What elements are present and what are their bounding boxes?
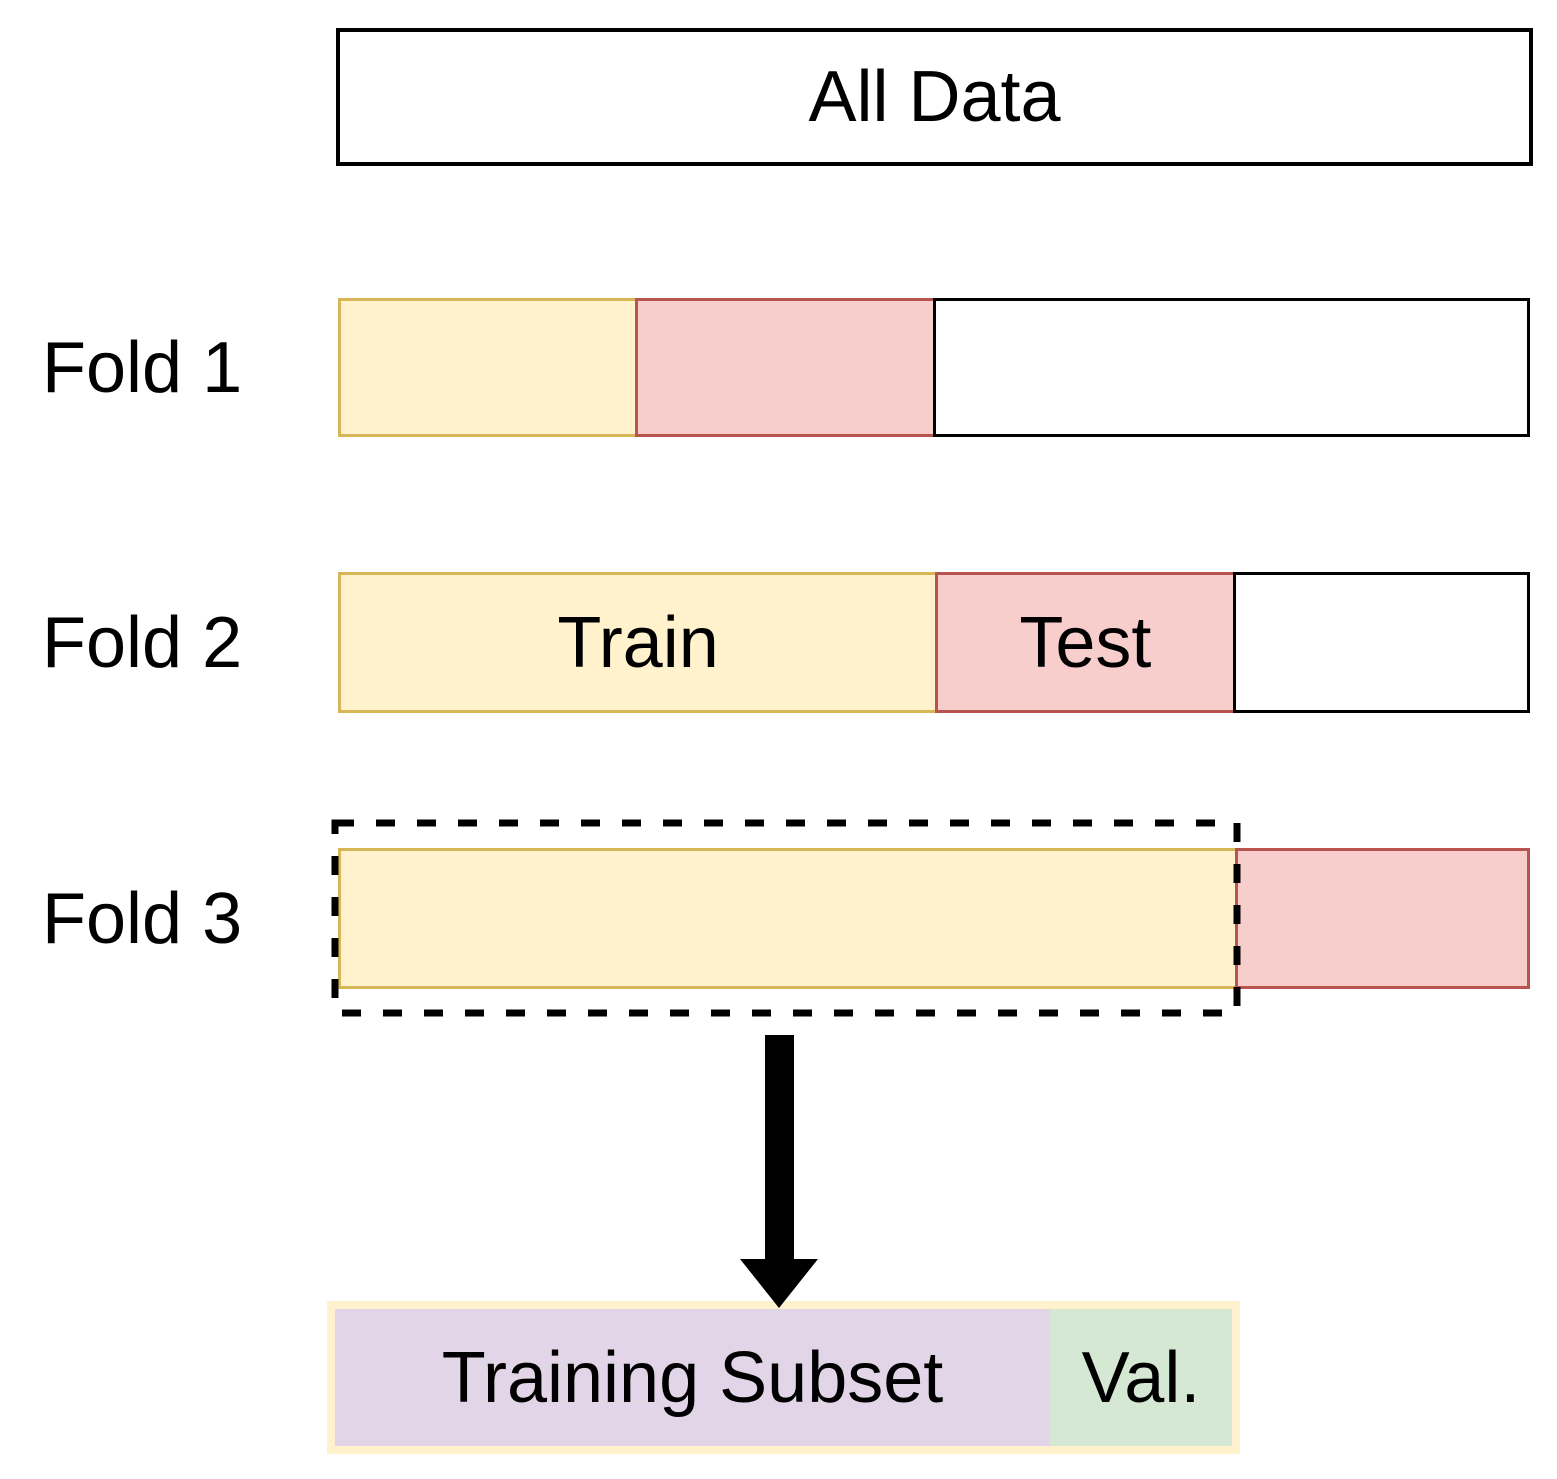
fold-2-unused-segment xyxy=(1232,572,1530,713)
training-subset-box: Training Subset Val. xyxy=(327,1301,1240,1454)
fold-1-unused-segment xyxy=(933,298,1530,437)
fold-1-test-segment xyxy=(635,298,937,437)
down-arrow-stem xyxy=(765,1035,794,1261)
fold-3-label: Fold 3 xyxy=(42,878,243,959)
fold-2-train-segment: Train xyxy=(338,572,939,713)
all-data-box: All Data xyxy=(336,28,1533,166)
test-segment-label: Test xyxy=(1019,602,1152,683)
fold-3-bar xyxy=(338,848,1530,989)
validation-label: Val. xyxy=(1081,1337,1201,1418)
fold-2-test-segment: Test xyxy=(935,572,1236,713)
training-subset-segment: Training Subset xyxy=(335,1309,1050,1446)
train-segment-label: Train xyxy=(557,602,719,683)
fold-3-train-segment xyxy=(338,848,1238,989)
fold-1-train-segment xyxy=(338,298,639,437)
fold-1-label: Fold 1 xyxy=(42,327,243,408)
fold-2-label: Fold 2 xyxy=(42,602,243,683)
fold-3-test-segment xyxy=(1234,848,1530,989)
training-subset-label: Training Subset xyxy=(441,1337,944,1418)
all-data-label: All Data xyxy=(808,57,1061,137)
fold-1-bar xyxy=(338,298,1530,437)
validation-segment: Val. xyxy=(1050,1309,1232,1446)
down-arrow-head xyxy=(740,1259,818,1308)
fold-2-bar: Train Test xyxy=(338,572,1530,713)
